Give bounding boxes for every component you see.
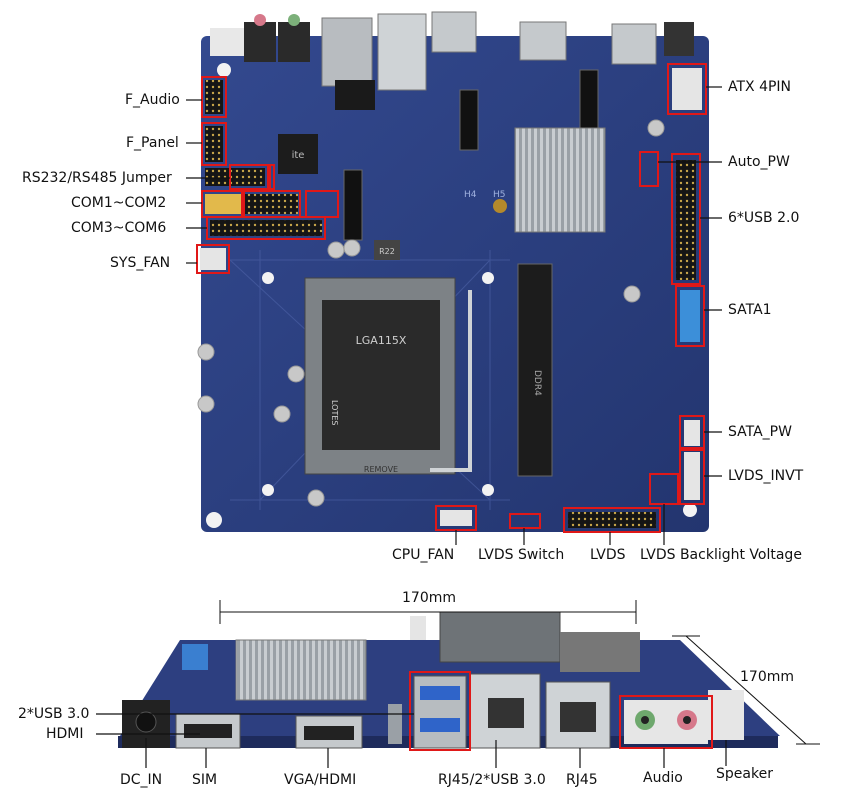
f-panel-header xyxy=(205,126,223,162)
leader-lines xyxy=(186,86,722,545)
socket-cover xyxy=(322,300,440,450)
label-atx-4pin: ATX 4PIN xyxy=(728,79,792,95)
audio-jack-block xyxy=(210,28,244,56)
label-sata1: SATA1 xyxy=(728,302,772,318)
com3-6-header xyxy=(210,220,322,236)
label-rj45-2usb3: RJ45/2*USB 3.0 xyxy=(438,772,546,788)
side-cpu-socket xyxy=(439,611,561,663)
side-leader-lines xyxy=(96,713,727,768)
rj45-port xyxy=(377,13,427,91)
label-sim: SIM xyxy=(192,772,218,788)
audio-jack-pink xyxy=(244,22,276,62)
top-board-view: ite H4 H5 LGA115X LOTES REMOVE DDR4 R22 xyxy=(197,11,709,532)
dimension-lines xyxy=(219,600,820,745)
cpu-fan-header xyxy=(440,510,472,526)
standoff xyxy=(493,199,507,213)
socket-brand-print: LOTES xyxy=(330,400,339,426)
ite-chip xyxy=(278,134,318,174)
label-com3-com6: COM3~COM6 xyxy=(71,220,167,236)
label-f-panel: F_Panel xyxy=(126,135,179,151)
label-depth-dimension: 170mm xyxy=(740,669,794,685)
label-vga-hdmi: VGA/HDMI xyxy=(284,772,357,788)
label-com1-com2: COM1~COM2 xyxy=(71,195,167,211)
label-lvds: LVDS xyxy=(590,547,626,563)
socket-lever xyxy=(430,290,472,472)
callout-boxes xyxy=(196,63,707,533)
lvds-header xyxy=(568,512,656,528)
com-header-yellow xyxy=(205,194,241,214)
socket-remove-print: REMOVE xyxy=(364,465,398,474)
rj45-port xyxy=(321,17,373,87)
ite-chip-text: ite xyxy=(292,150,305,161)
lvds-invt-header xyxy=(684,452,700,500)
socket-print: LGA115X xyxy=(356,334,407,347)
label-sata-pw: SATA_PW xyxy=(728,424,792,440)
side-heatsink xyxy=(235,639,367,701)
usb-port xyxy=(431,11,477,53)
dimm-slot-print: DDR4 xyxy=(532,370,542,396)
label-audio: Audio xyxy=(643,770,683,786)
vga-port xyxy=(611,23,657,65)
label-cpu-fan: CPU_FAN xyxy=(392,547,455,563)
choke xyxy=(374,240,400,260)
h4-print: H4 xyxy=(464,190,477,200)
choke-print: R22 xyxy=(379,247,395,256)
label-hdmi: HDMI xyxy=(46,726,84,742)
usb2-header xyxy=(676,160,696,280)
label-2usb3: 2*USB 3.0 xyxy=(18,706,90,722)
chipset-heatsink xyxy=(514,127,606,233)
dimm-slot xyxy=(517,263,553,477)
audio-jack-green xyxy=(278,22,310,62)
label-dc-in: DC_IN xyxy=(120,772,163,788)
label-speaker: Speaker xyxy=(716,766,773,782)
label-sys-fan: SYS_FAN xyxy=(110,255,171,271)
dc-in-port xyxy=(664,22,694,56)
com-header xyxy=(244,194,298,214)
label-auto-pw: Auto_PW xyxy=(728,154,790,170)
sata1-port xyxy=(680,290,700,342)
label-f-audio: F_Audio xyxy=(125,92,180,108)
side-sata xyxy=(182,644,208,670)
label-rj45: RJ45 xyxy=(566,772,598,788)
f-audio-header xyxy=(205,80,223,114)
side-board-view xyxy=(118,611,780,749)
side-callout-boxes xyxy=(409,671,713,751)
hdmi-port xyxy=(519,21,567,61)
label-lvds-backlight: LVDS Backlight Voltage xyxy=(640,547,802,563)
h5-print: H5 xyxy=(493,190,506,200)
label-rs232-jumper: RS232/RS485 Jumper xyxy=(22,170,172,186)
label-width-dimension: 170mm xyxy=(402,590,456,606)
atx-4pin xyxy=(672,68,702,110)
label-lvds-switch: LVDS Switch xyxy=(478,547,565,563)
label-usb2: 6*USB 2.0 xyxy=(728,210,800,226)
jumper-header xyxy=(205,168,265,186)
sata-pw-header xyxy=(684,420,700,446)
label-lvds-invt: LVDS_INVT xyxy=(728,468,804,484)
sys-fan-header xyxy=(200,248,226,270)
side-speaker-header xyxy=(708,690,744,740)
